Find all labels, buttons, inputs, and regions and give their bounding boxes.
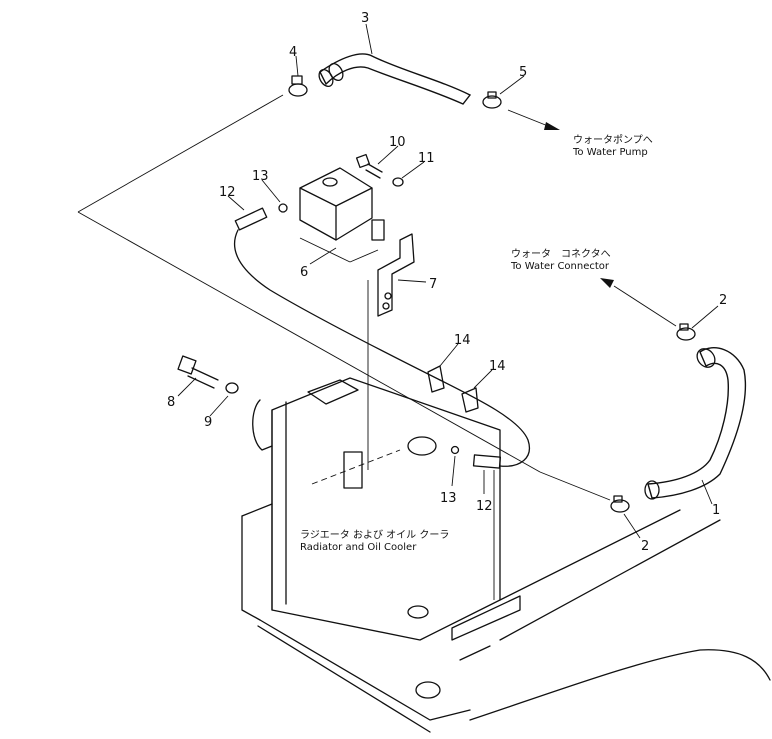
part-number-12-lower-final: 12 [476,499,493,514]
clamp-4 [288,75,308,97]
part-number-2-lower-final: 2 [641,539,649,554]
washer-11 [392,177,404,187]
radiator-label-jp: ラジエータ および オイル クーラ [300,529,449,541]
part-number-13-upper: 13 [252,169,269,184]
radiator [241,377,771,733]
hose-right [644,347,747,500]
reservoir-tank [299,167,385,263]
part-number-1-final: 1 [712,503,720,518]
part-number-14-right: 14 [489,359,506,374]
water-pump-label-en: To Water Pump [572,147,648,158]
part-number-8-final: 8 [167,395,175,410]
arrow-to-water-pump [507,109,560,130]
part-number-9-final: 9 [204,415,212,430]
bolt-10 [355,153,383,179]
part-number-5: 5 [519,65,527,80]
part-number-2-upper: 2 [719,293,727,308]
part-number-12-upper: 12 [219,185,236,200]
clip-14-right [461,387,479,413]
frame-lines [77,94,611,501]
hose-upper [318,53,472,105]
clamp-2-upper [676,323,696,341]
clamp-5 [482,91,502,109]
part-number-6: 6 [300,265,308,280]
water-pump-label-jp: ウォータポンプへ [573,134,653,146]
washer-9 [225,382,239,394]
overflow-hose [439,379,530,600]
part-number-7: 7 [429,277,437,292]
clip-13-lower [450,445,460,455]
tube-12-upper [233,207,441,381]
part-number-10: 10 [389,135,406,150]
clamp-2-lower [610,495,630,513]
bolt-8 [177,355,219,389]
clip-14-left [427,365,445,393]
water-connector-label-jp: ウォータ コネクタへ [511,248,611,260]
part-number-11: 11 [418,151,435,166]
part-number-13-lower-final: 13 [440,491,457,506]
part-number-3: 3 [361,11,369,26]
bracket-7 [367,233,415,470]
radiator-label-en: Radiator and Oil Cooler [300,542,417,553]
arrow-to-water-connector [600,278,677,327]
water-connector-label-en: To Water Connector [510,261,610,272]
leader-lines [177,23,719,539]
part-number-4: 4 [289,45,297,60]
part-number-14-left: 14 [454,333,471,348]
clip-13-upper [278,203,288,213]
